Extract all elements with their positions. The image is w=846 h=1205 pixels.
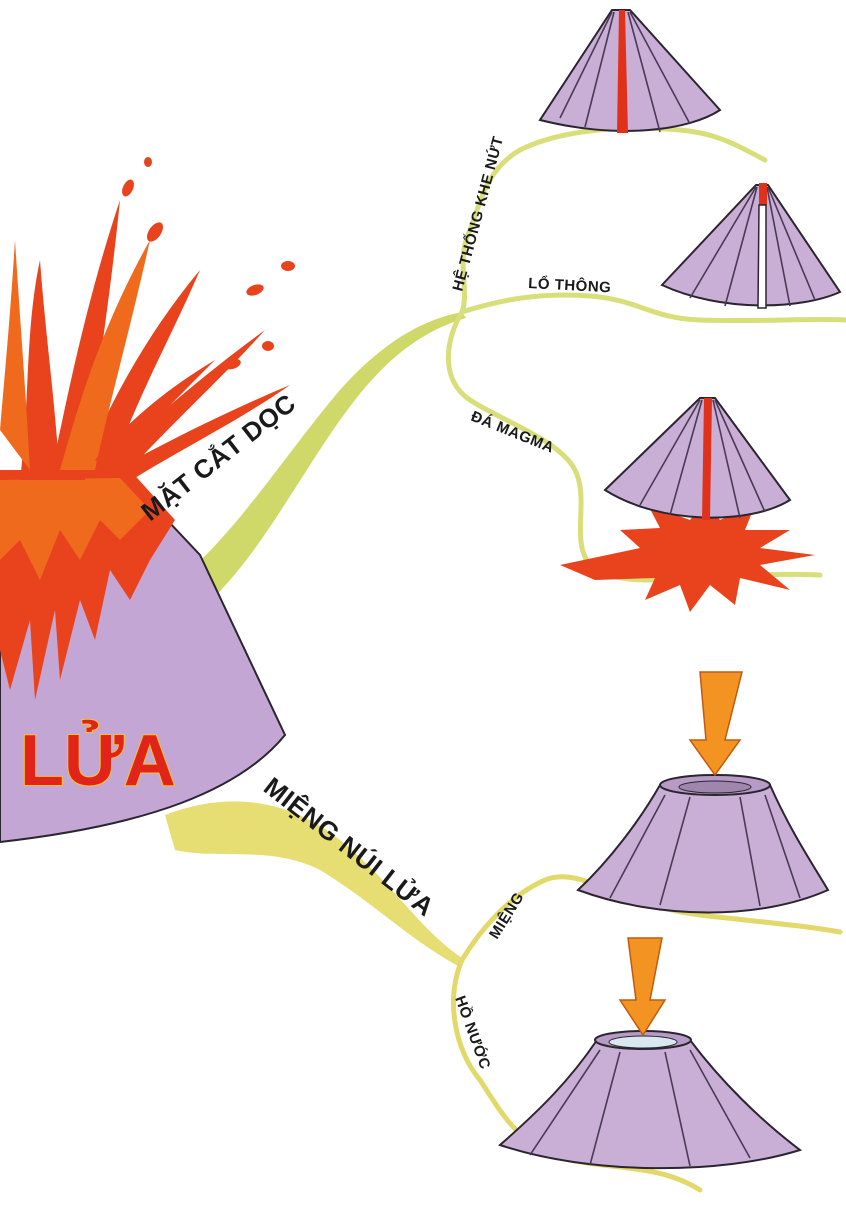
central-title: LỬA [20, 720, 176, 801]
lava-droplets [120, 157, 295, 371]
volcano-crater-lake-icon [500, 938, 800, 1168]
label-mieng: MIỆNG [485, 889, 528, 942]
crater-arrow [690, 672, 742, 775]
label-he-thong-khe-nut: HỆ THỐNG KHE NỨT [448, 134, 507, 293]
label-da-magma: ĐÁ MAGMA [469, 408, 557, 457]
volcano-fissure-icon [540, 10, 720, 133]
crater-lake-arrow [620, 938, 665, 1035]
volcano-crater-icon [578, 672, 828, 913]
volcano-magma-icon [560, 398, 815, 612]
label-lo-thong: LỔ THÔNG [528, 274, 612, 296]
volcano-vent-icon [662, 183, 840, 308]
